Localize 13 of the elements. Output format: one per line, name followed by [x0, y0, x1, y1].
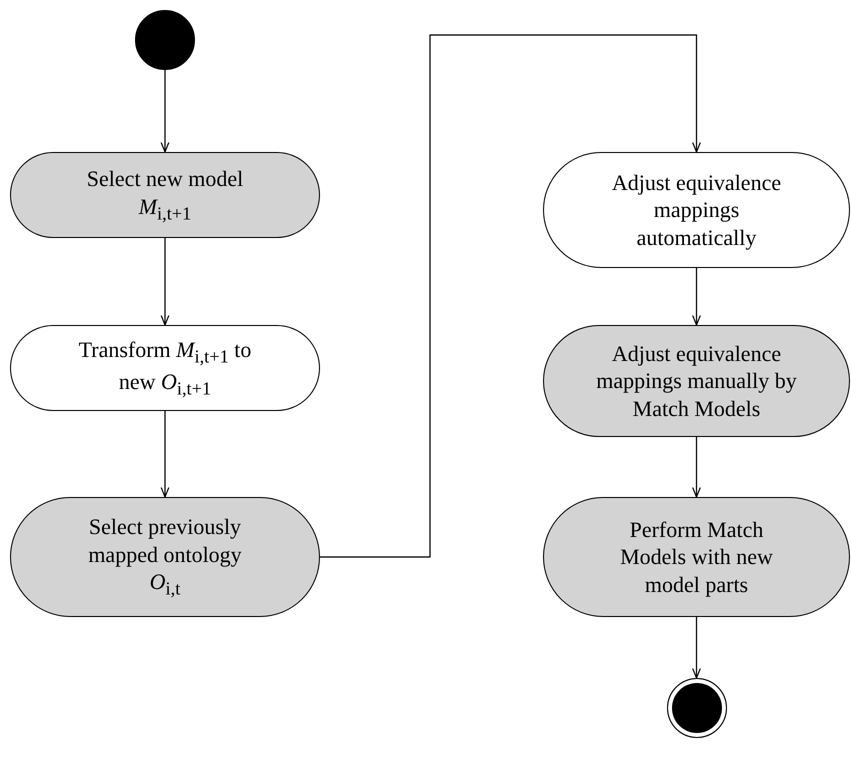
- action-label: Transform M$_{i,t+1}$ to new O$_{i,t+1}$: [78, 336, 252, 400]
- action-label: Perform Match Models with new model parts: [619, 516, 774, 598]
- arrow: [160, 411, 170, 498]
- arrow: [692, 268, 701, 326]
- arrow: [160, 238, 170, 326]
- arrow: [320, 34, 701, 558]
- action-label: Adjust equivalence mappings manually by Match Models: [595, 340, 798, 422]
- arrow: [692, 437, 701, 498]
- action-label: Adjust equivalence mappings automatically: [610, 168, 782, 252]
- arrow: [692, 617, 701, 679]
- action-label: Select new model M$_{i,t+1}$: [86, 165, 244, 225]
- action-label: Select previously mapped ontology O$_{i,t}$: [87, 513, 243, 601]
- arrow: [160, 70, 170, 153]
